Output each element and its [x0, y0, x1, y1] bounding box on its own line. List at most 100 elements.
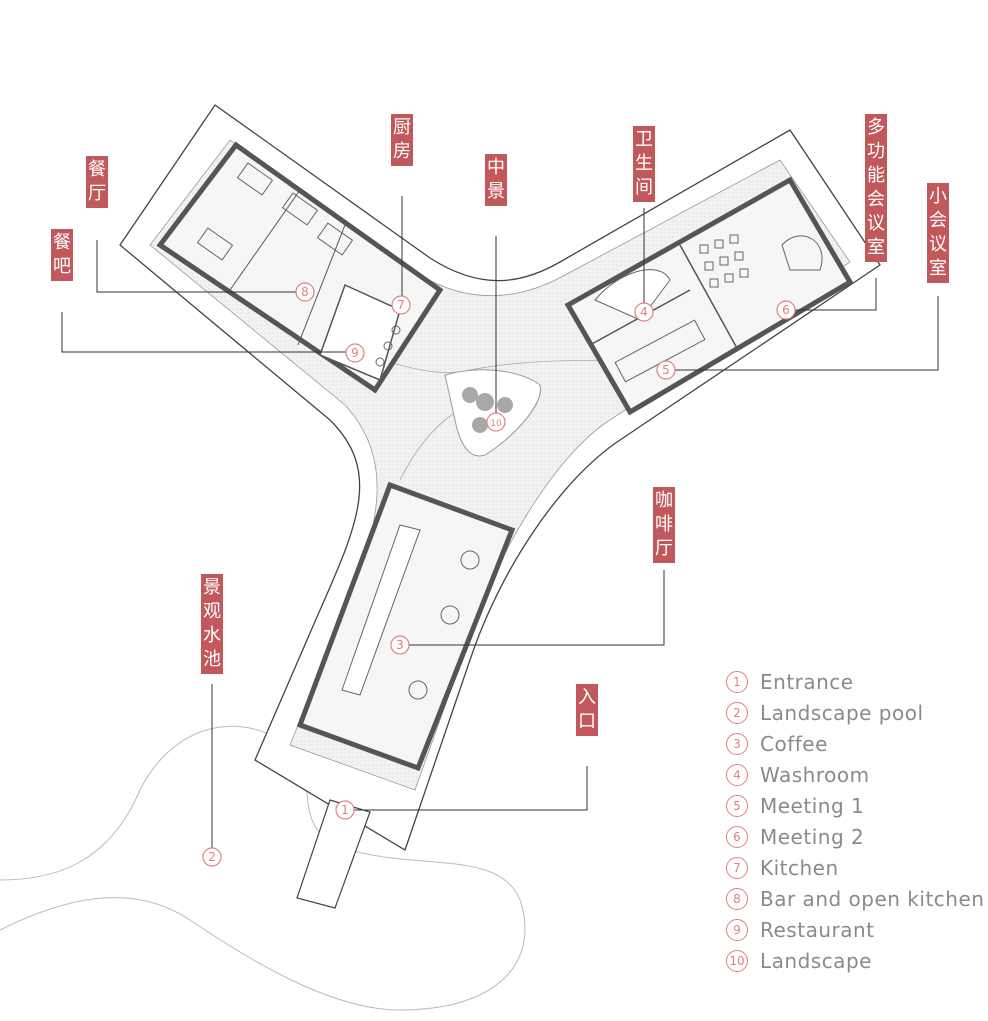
legend-item: 3 Coffee: [726, 728, 984, 759]
tag-char: 观: [203, 601, 221, 622]
tag-char: 池: [203, 649, 221, 670]
legend-label: Bar and open kitchen: [760, 886, 985, 911]
tag-text: 咖啡厅: [653, 489, 675, 561]
landscape-pool-outline: [0, 725, 526, 1011]
tag-char: 餐: [88, 159, 106, 180]
plan-markers: 1 2 3 4 5 6 7 8 9 10: [202, 282, 796, 867]
leader-can-ba: [61, 312, 355, 353]
entrance-walkway: [296, 799, 371, 909]
legend-label: Coffee: [760, 731, 828, 756]
plan-marker-number: 1: [341, 803, 349, 817]
legend-number: 10: [726, 949, 748, 972]
tag-char: 房: [393, 141, 411, 162]
plan-marker-number: 9: [351, 346, 359, 360]
tag-char: 功: [867, 141, 885, 162]
tag-char: 水: [203, 625, 221, 646]
plan-marker-number: 7: [397, 298, 405, 312]
leader-xiao-hui-yi: [666, 296, 939, 371]
legend-label: Meeting 1: [760, 793, 865, 818]
leader-can-ting: [96, 240, 305, 293]
tag-char: 吧: [53, 256, 71, 277]
plan-marker-number: 4: [640, 305, 648, 319]
tag-char: 能: [867, 165, 885, 186]
plan-marker-circle: [202, 847, 222, 867]
tag-can-ting: 餐厅: [86, 156, 108, 208]
leader-lines: [61, 196, 939, 855]
legend-label: Landscape pool: [760, 700, 924, 725]
tag-text: 餐吧: [51, 231, 73, 279]
tag-char: 间: [635, 177, 653, 198]
legend-number: 8: [726, 887, 748, 910]
coffee-wing: [296, 481, 516, 772]
legend-label: Restaurant: [760, 917, 875, 942]
tag-char: 景: [203, 577, 221, 598]
tag-chu-fang: 厨房: [391, 114, 413, 166]
tag-duo-gong-neng: 多功能会议室: [865, 114, 887, 262]
tag-ka-fei-ting: 咖啡厅: [653, 487, 675, 563]
tag-char: 室: [867, 237, 885, 258]
plan-marker-circle: [391, 295, 411, 315]
plan-marker-number: 10: [490, 419, 502, 429]
tag-char: 中: [487, 157, 505, 178]
tag-xiao-hui-yi: 小会议室: [927, 183, 949, 283]
tag-char: 议: [929, 234, 947, 255]
legend-item: 5 Meeting 1: [726, 790, 984, 821]
tag-jing-guan-shui-chi: 景观水池: [201, 574, 223, 674]
plan-marker-number: 8: [301, 285, 309, 299]
tag-text: 小会议室: [927, 185, 949, 281]
tag-can-ba: 餐吧: [51, 229, 73, 281]
legend-label: Kitchen: [760, 855, 839, 880]
tag-char: 室: [929, 258, 947, 279]
tag-char: 多: [867, 117, 885, 138]
plan-marker-number: 6: [782, 303, 790, 317]
legend-number: 2: [726, 701, 748, 724]
tag-char: 议: [867, 213, 885, 234]
legend-label: Washroom: [760, 762, 870, 787]
tag-char: 入: [578, 687, 596, 708]
legend-item: 7 Kitchen: [726, 852, 984, 883]
plan-marker-number: 3: [396, 638, 404, 652]
tag-char: 会: [867, 189, 885, 210]
legend-number: 1: [726, 670, 748, 693]
tag-char: 生: [635, 153, 653, 174]
plan-marker-number: 2: [208, 850, 216, 864]
tag-char: 厅: [655, 538, 673, 559]
tag-char: 厨: [393, 117, 411, 138]
tag-char: 景: [487, 181, 505, 202]
meeting-wing: [564, 176, 854, 416]
tag-char: 卫: [635, 129, 653, 150]
tag-char: 啡: [655, 514, 673, 535]
tag-char: 会: [929, 210, 947, 231]
plan-marker-circle: [390, 635, 410, 655]
legend-label: Meeting 2: [760, 824, 865, 849]
tag-text: 卫生间: [633, 128, 655, 200]
tag-text: 中景: [485, 156, 507, 204]
tag-wei-sheng-jian: 卫生间: [633, 126, 655, 202]
legend-number: 5: [726, 794, 748, 817]
leader-duo-gong-neng: [788, 278, 877, 311]
tag-text: 厨房: [391, 116, 413, 164]
plan-marker-circle: [486, 412, 506, 432]
plan-marker-circle: [776, 300, 796, 320]
tag-char: 厅: [88, 183, 106, 204]
leader-ka-fei-ting: [400, 570, 665, 646]
plan-marker-circle: [335, 800, 355, 820]
tag-char: 餐: [53, 232, 71, 253]
legend-number: 7: [726, 856, 748, 879]
legend-number: 6: [726, 825, 748, 848]
legend-item: 2 Landscape pool: [726, 697, 984, 728]
plan-marker-circle: [634, 302, 654, 322]
plan-marker-number: 5: [662, 363, 670, 377]
legend-number: 3: [726, 732, 748, 755]
plan-marker-circle: [345, 343, 365, 363]
legend-item: 8 Bar and open kitchen: [726, 883, 984, 914]
tag-text: 多功能会议室: [865, 116, 887, 260]
restaurant-wing: [156, 141, 444, 394]
